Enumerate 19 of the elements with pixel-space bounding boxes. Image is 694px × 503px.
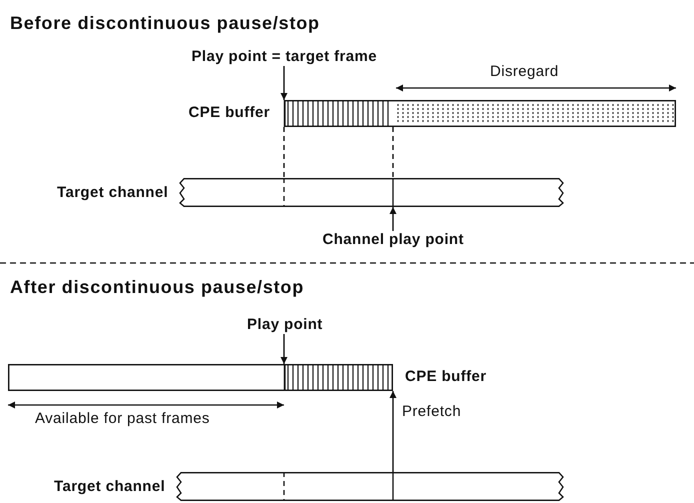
section-heading: Before discontinuous pause/stop — [10, 12, 320, 34]
dashed-connector — [392, 127, 394, 178]
buffer-label: CPE buffer — [405, 368, 487, 386]
channel-label: Target channel — [54, 478, 166, 496]
section-heading: After discontinuous pause/stop — [10, 276, 304, 298]
arrow — [390, 391, 396, 472]
arrow — [280, 66, 288, 100]
arrow — [390, 207, 396, 231]
arrow — [280, 334, 288, 364]
dimension-label: Available for past frames — [35, 410, 210, 428]
callout-label: Play point = target frame — [192, 48, 377, 66]
channel-bar — [178, 176, 565, 209]
buffer-label: CPE buffer — [188, 104, 270, 122]
dashed-connector — [283, 127, 285, 178]
channel-label: Target channel — [57, 184, 168, 202]
callout-label: Channel play point — [322, 231, 464, 249]
channel-bar — [175, 470, 565, 503]
dimension-label: Disregard — [490, 63, 559, 81]
callout-label: Play point — [247, 316, 323, 334]
